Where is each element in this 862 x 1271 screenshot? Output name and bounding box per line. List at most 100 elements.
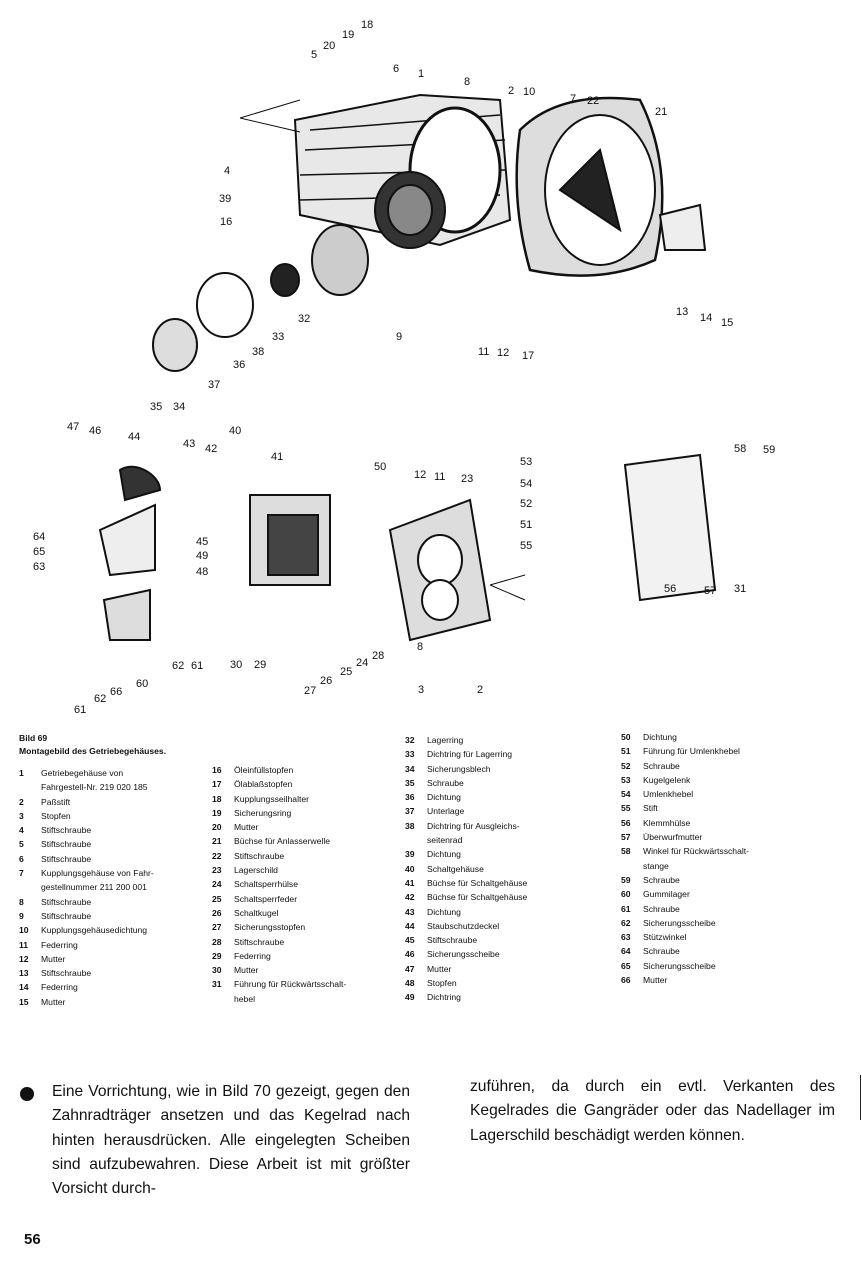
figure-caption: Bild 69 Montagebild des Getriebegehäuses… <box>19 732 166 758</box>
exploded-view-diagram: 18 19 20 5 6 1 8 2 10 7 22 21 4 39 16 32… <box>33 19 775 716</box>
legend-item-label: Mutter <box>41 996 66 1007</box>
callout-18: 18 <box>361 19 373 31</box>
figure-label: Bild 69 <box>19 733 48 743</box>
legend-item-label: Stiftschraube <box>234 936 285 947</box>
callout-12: 12 <box>497 347 509 359</box>
legend-item: 31 Führung für Rückwärtsschalt- hebel <box>212 977 397 1006</box>
callout-19: 19 <box>342 29 354 41</box>
legend-item-label: Mutter <box>427 963 452 974</box>
legend-item-label: Dichtring für Ausgleichs- seitenrad <box>427 820 520 846</box>
legend-item-label: Stiftschraube <box>41 853 92 864</box>
legend-item-number: 31 <box>212 979 222 990</box>
margin-rule <box>860 1075 861 1120</box>
callout-7: 7 <box>570 93 576 105</box>
legend-item-label: Schaltkugel <box>234 907 279 918</box>
legend-item-label: Stiftschraube <box>41 896 92 907</box>
callout-33: 33 <box>272 331 284 343</box>
legend-item-label: Lagerring <box>427 735 464 745</box>
legend-item-label: Stopfen <box>427 978 457 989</box>
legend-item-label: Schaltsperrhülse <box>234 879 299 890</box>
legend-item-number: 37 <box>405 806 415 817</box>
callout-27: 27 <box>304 685 316 697</box>
legend-item-label: Winkel für Rückwärtsschalt- stange <box>643 846 750 871</box>
legend-item-label: Schraube <box>427 777 464 788</box>
legend-item-label: Ölablaßstopfen <box>234 779 293 790</box>
legend-item-number: 35 <box>405 777 415 788</box>
legend-item-number: 53 <box>621 774 631 785</box>
callout-11b: 11 <box>434 471 445 483</box>
legend-item-number: 62 <box>621 917 631 928</box>
callout-2b: 2 <box>477 684 483 696</box>
callout-64: 64 <box>33 531 45 543</box>
legend-item-label: Federring <box>41 982 78 993</box>
legend-item-label: Unterlage <box>427 806 465 817</box>
legend-item-label: Sicherungsscheibe <box>427 949 500 960</box>
callout-24: 24 <box>356 657 368 669</box>
legend-item-number: 59 <box>621 874 631 885</box>
legend-item-number: 26 <box>212 907 222 918</box>
legend-item-number: 43 <box>405 906 415 917</box>
callout-20: 20 <box>323 40 335 52</box>
legend-item-label: Dichtung <box>643 732 677 742</box>
legend-item-number: 39 <box>405 849 415 860</box>
legend-item-label: Stützwinkel <box>643 932 687 943</box>
bullet-icon <box>20 1087 34 1101</box>
legend-item: 50 Dichtung <box>621 730 811 744</box>
legend-item-number: 52 <box>621 760 631 771</box>
legend-item-number: 25 <box>212 893 222 904</box>
legend-item-label: Stiftschraube <box>41 968 92 979</box>
legend-item-label: Umlenkhebel <box>643 789 694 800</box>
legend-item-label: Schaltgehäuse <box>427 863 484 874</box>
legend-item-number: 6 <box>19 853 24 864</box>
callout-28: 28 <box>372 650 384 662</box>
callout-8b: 8 <box>417 641 423 653</box>
callout-16: 16 <box>220 216 232 228</box>
legend-item-label: Führung für Rückwärtsschalt- hebel <box>234 979 347 1004</box>
legend-item-number: 17 <box>212 779 222 790</box>
callout-60: 60 <box>136 678 148 690</box>
legend-item-number: 2 <box>19 796 24 807</box>
legend-item-number: 51 <box>621 746 631 757</box>
legend-item-number: 18 <box>212 793 222 804</box>
legend-item-number: 20 <box>212 822 222 833</box>
legend-item-label: Führung für Umlenkhebel <box>643 746 740 757</box>
callout-1: 1 <box>418 68 424 80</box>
legend-item-number: 36 <box>405 792 415 803</box>
callout-36: 36 <box>233 359 245 371</box>
legend-item-label: Stiftschraube <box>427 935 478 946</box>
callout-2: 2 <box>508 85 514 97</box>
legend-item-number: 11 <box>19 939 29 950</box>
callout-57: 57 <box>704 585 716 597</box>
legend-item-number: 44 <box>405 920 415 931</box>
callout-39: 39 <box>219 193 231 205</box>
legend-item-number: 50 <box>621 732 631 742</box>
legend-item-number: 8 <box>19 896 24 907</box>
legend-item: 26 Schaltkugel <box>212 906 397 920</box>
legend-item-label: Dichtung <box>427 792 461 803</box>
callout-29: 29 <box>254 659 266 671</box>
legend-item-label: Mutter <box>41 953 66 964</box>
callout-54: 54 <box>520 478 532 490</box>
legend-item-label: Sicherungsblech <box>427 763 491 774</box>
callout-14: 14 <box>700 312 712 324</box>
legend-item-number: 60 <box>621 889 631 900</box>
legend-item-number: 3 <box>19 810 24 821</box>
